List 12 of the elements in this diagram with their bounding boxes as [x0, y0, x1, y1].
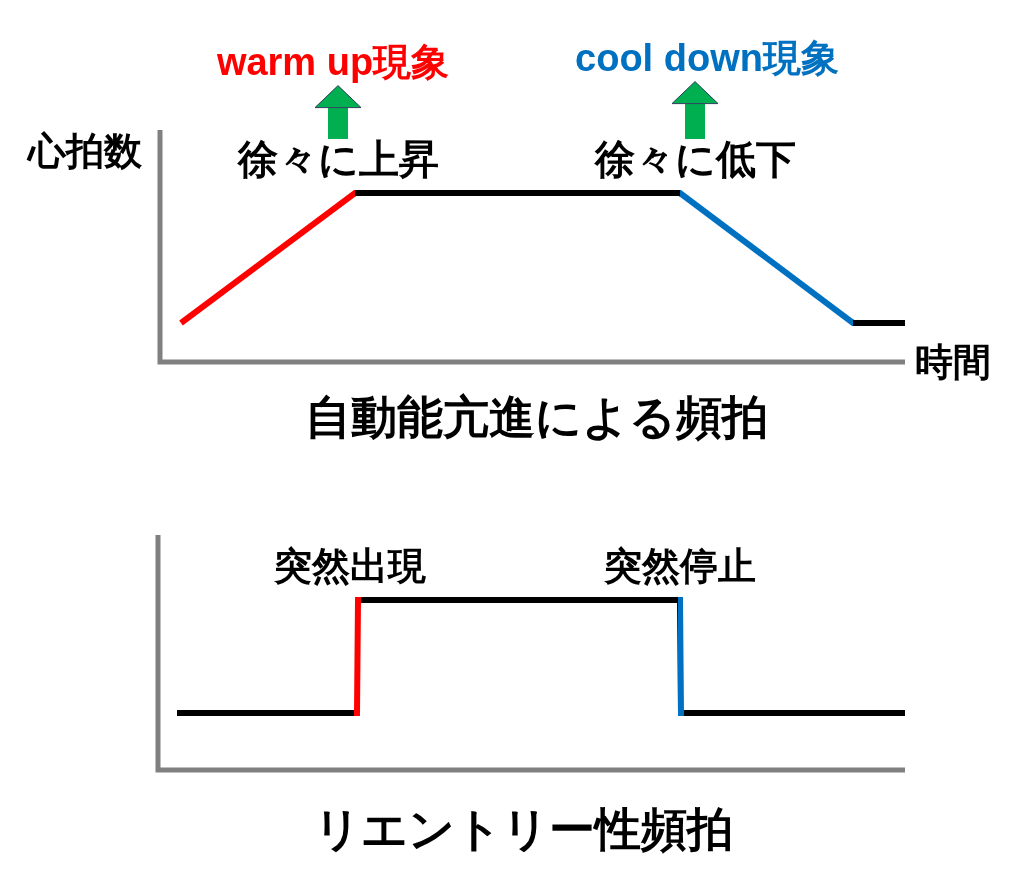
arrow [314, 85, 362, 139]
chart-caption: 自動能亢進による頻拍 [304, 390, 768, 445]
trend-label: 徐々に上昇 [237, 139, 439, 179]
phenomenon-label: warm up現象 [216, 40, 450, 86]
axis-label: 時間 [915, 340, 991, 385]
trend-label: 徐々に低下 [594, 139, 796, 179]
event-label: 突然出現 [274, 544, 426, 589]
chart-caption: リエントリー性頻拍 [313, 802, 733, 857]
arrow [671, 81, 719, 139]
event-label: 突然停止 [604, 544, 756, 589]
phenomenon-label: cool down現象 [575, 36, 839, 82]
axis-label: 心拍数 [28, 129, 142, 174]
